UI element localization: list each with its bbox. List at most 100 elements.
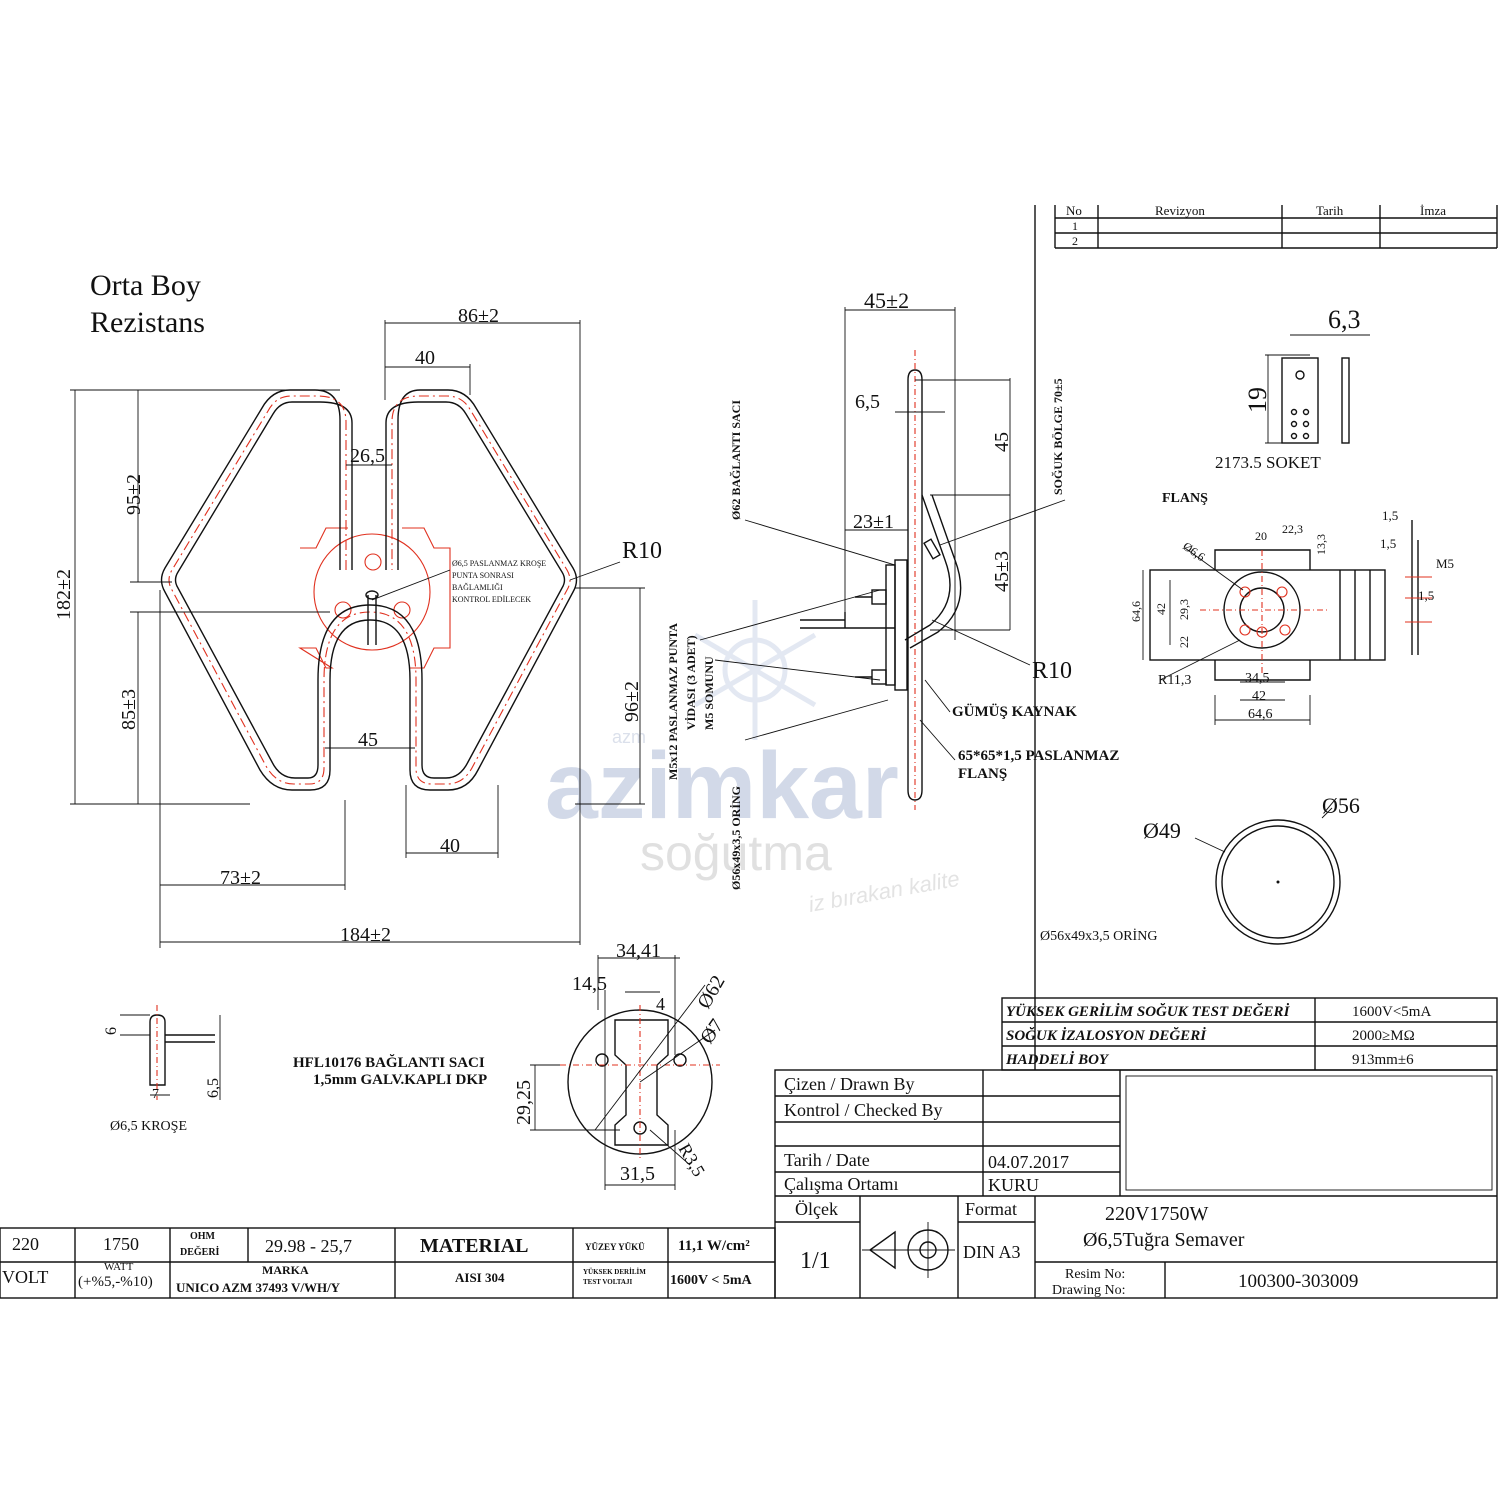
spec-watt-tolerance: (+%5,-%10): [78, 1274, 153, 1290]
flange-side-m5: M5: [1436, 556, 1454, 571]
checked-by-label: Kontrol / Checked By: [784, 1100, 942, 1120]
connection-plate: 34,41 14,5 Ø62 Ø7 4 29,25 31,5 R3,5 HFL1…: [293, 940, 730, 1190]
note-line4: KONTROL EDİLECEK: [452, 595, 531, 604]
rev-row-2: 2: [1072, 234, 1078, 248]
label-soguk-bolge: SOĞUK BÖLGE 70±5: [1051, 378, 1065, 495]
spec-volt-label: VOLT: [2, 1267, 48, 1287]
spec-marka-label: MARKA: [262, 1263, 309, 1277]
flange-title: FLANŞ: [1162, 491, 1208, 506]
drawing-no-label2: Drawing No:: [1052, 1283, 1126, 1298]
dim-73: 73±2: [220, 867, 261, 889]
spec-ohm-label2: DEĞERİ: [180, 1245, 220, 1258]
rev-row-1: 1: [1072, 219, 1078, 233]
product-line1: 220V1750W: [1105, 1203, 1208, 1225]
spec-row: 220 VOLT 1750 WATT (+%5,-%10) OHM DEĞERİ…: [0, 1227, 776, 1299]
plate-dim-4: 4: [656, 994, 665, 1014]
title-block: Çizen / Drawn By Kontrol / Checked By Ta…: [774, 1069, 1498, 1299]
test-name-3: HADDELİ BOY: [1005, 1051, 1110, 1068]
flange-dim-22: 22: [1177, 636, 1191, 648]
side-dim-45: 45±2: [864, 288, 909, 313]
environment-label: Çalışma Ortamı: [784, 1174, 898, 1194]
test-table: YÜKSEK GERİLİM SOĞUK TEST DEĞERİ SOĞUK İ…: [1001, 997, 1498, 1071]
date-value: 04.07.2017: [988, 1152, 1069, 1172]
flange-dim-64-6-v: 64,6: [1129, 601, 1143, 622]
rev-header-imza: İmza: [1420, 203, 1446, 218]
test-name-1: YÜKSEK GERİLİM SOĞUK TEST DEĞERİ: [1006, 1003, 1291, 1020]
flange-side-1-5a: 1,5: [1382, 508, 1398, 523]
spec-material-label: MATERIAL: [420, 1235, 529, 1257]
heater-front-view: 86±2 40 26,5 95±2 182±2 85±3 45 96±2 40 …: [53, 305, 662, 948]
side-dim-45-3: 45±3: [991, 551, 1013, 592]
scale-value: 1/1: [800, 1248, 831, 1274]
spec-test-voltage-label2: TEST VOLTAJI: [583, 1278, 632, 1286]
environment-value: KURU: [988, 1175, 1039, 1195]
spec-ohm-value: 29.98 - 25,7: [265, 1236, 352, 1256]
label-gumus-kaynak: GÜMÜŞ KAYNAK: [952, 703, 1077, 720]
flange-dim-34-5: 34,5: [1245, 671, 1270, 686]
krose-dim-6-5: 6,5: [205, 1078, 222, 1098]
dim-40-bottom: 40: [440, 835, 460, 857]
dim-40-top: 40: [415, 347, 435, 369]
label-oring: Ø56x49x3,5 ORİNG: [729, 786, 743, 890]
plate-label-2: 1,5mm GALV.KAPLI DKP: [313, 1072, 487, 1088]
dim-85: 85±3: [118, 689, 140, 730]
note-line2: PUNTA SONRASI: [452, 571, 514, 580]
label-m5-line1: M5x12 PASLANMAZ PUNTA: [666, 623, 680, 780]
rev-header-no: No: [1066, 203, 1082, 218]
label-baglanti-saci: Ø62 BAĞLANTI SACI: [729, 400, 743, 520]
flange-dim-64-6-h: 64,6: [1248, 707, 1273, 722]
flange-side-1-5b: 1,5: [1380, 536, 1396, 551]
oring-d49: Ø49: [1143, 818, 1181, 843]
drawing-title-line1: Orta Boy: [90, 269, 201, 302]
spec-test-voltage-value: 1600V < 5mA: [670, 1273, 752, 1288]
plate-dim-31-5: 31,5: [620, 1163, 655, 1185]
label-m5-line2: VİDASI (3 ADET): [684, 635, 698, 730]
test-name-2: SOĞUK İZALOSYON DEĞERİ: [1006, 1027, 1207, 1044]
spec-material-value: AISI 304: [455, 1270, 505, 1285]
spec-ohm-label1: OHM: [190, 1231, 216, 1242]
socket-dim-6-3: 6,3: [1328, 305, 1361, 334]
plate-label-1: HFL10176 BAĞLANTI SACI: [293, 1054, 485, 1071]
projection-symbol-icon: [862, 1222, 955, 1278]
spec-watt-value: 1750: [103, 1234, 139, 1254]
side-dim-23: 23±1: [853, 511, 894, 533]
label-flans-line2: FLANŞ: [958, 766, 1007, 782]
krose-dim-7: 7: [152, 1087, 159, 1102]
flange-dim-22-3: 22,3: [1282, 522, 1303, 536]
format-label: Format: [965, 1199, 1017, 1219]
dim-26-5: 26,5: [350, 445, 385, 467]
krose-detail: 6 6,5 7 Ø6,5 KROŞE: [103, 1005, 222, 1134]
flange-side-1-5c: 1,5: [1418, 588, 1434, 603]
spec-volt-value: 220: [12, 1234, 39, 1254]
date-label: Tarih / Date: [784, 1150, 870, 1170]
rev-header-tarih: Tarih: [1316, 203, 1344, 218]
oring-label: Ø56x49x3,5 ORİNG: [1040, 928, 1157, 944]
test-value-2: 2000≥MΩ: [1352, 1028, 1415, 1044]
side-radius-r10: R10: [1032, 658, 1072, 684]
flange-detail: FLANŞ Ø6,6 20 22,3 13,3 64,6 42: [1129, 491, 1454, 725]
product-line2: Ø6,5Tuğra Semaver: [1083, 1229, 1245, 1251]
spec-load-label: YÜZEY YÜKÜ: [585, 1242, 645, 1252]
note-line3: BAĞLAMLIĞI: [452, 582, 503, 592]
krose-dim-6: 6: [103, 1027, 120, 1035]
drawing-no-value: 100300-303009: [1238, 1271, 1358, 1292]
flange-dim-42-h: 42: [1252, 689, 1266, 704]
watermark-small: azm: [612, 727, 646, 747]
side-view: 45±2 6,5 45 23±1 45±3 R10 Ø62 BAĞLANTI S…: [666, 288, 1119, 890]
oring-detail: Ø49 Ø56 Ø56x49x3,5 ORİNG: [1040, 793, 1360, 945]
watermark: azm azimkar soğutma iz bırakan kalite: [545, 600, 961, 917]
oring-d56: Ø56: [1322, 793, 1360, 818]
flange-dim-20: 20: [1255, 529, 1267, 543]
socket-label: 2173.5 SOKET: [1215, 453, 1321, 472]
dim-95: 95±2: [123, 474, 145, 515]
krose-label: Ø6,5 KROŞE: [110, 1119, 187, 1134]
spec-load-value: 11,1 W/cm²: [678, 1238, 750, 1254]
snowflake-icon: [693, 600, 817, 740]
socket-detail: 6,3 19 2173.5 SOKET: [1215, 305, 1370, 472]
flange-dim-hole: Ø6,6: [1180, 539, 1207, 564]
note-line1: Ø6,5 PASLANMAZ KROŞE: [452, 559, 546, 568]
socket-dim-19: 19: [1243, 387, 1272, 413]
drawing-no-label1: Resim No:: [1065, 1267, 1125, 1282]
spec-test-voltage-label1: YÜKSEK DERİLİM: [583, 1268, 646, 1276]
